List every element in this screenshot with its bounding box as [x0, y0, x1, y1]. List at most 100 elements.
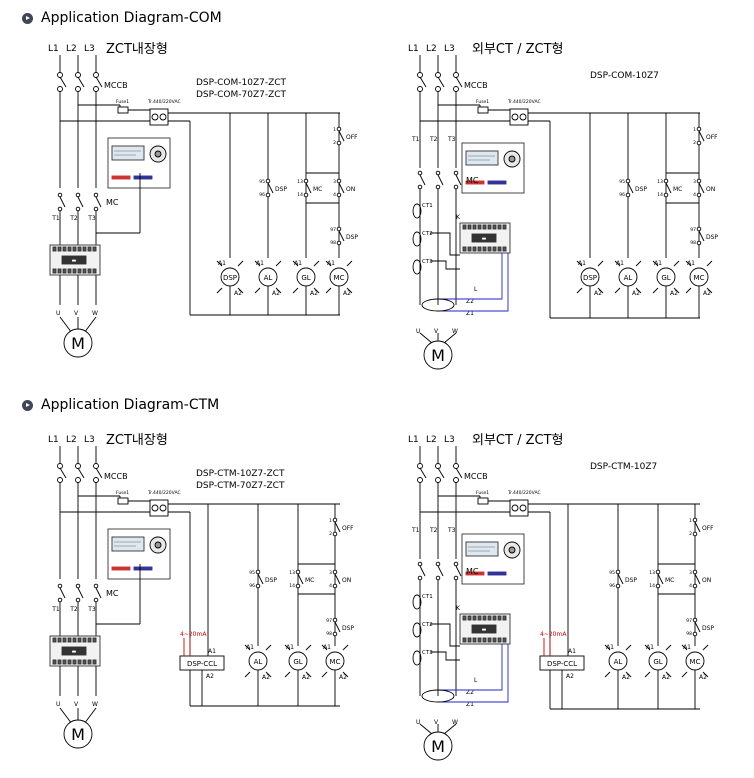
relay-unit-terminal-block [477, 615, 482, 621]
arrow-bullet-icon [22, 12, 33, 24]
mc-label: MC [106, 589, 119, 598]
on-switch-terminal [696, 178, 702, 184]
line-label-l3: L3 [444, 44, 455, 54]
a2-label: A2 [310, 290, 318, 297]
relay-unit-terminal-block [492, 615, 497, 621]
relay-unit-terminal-block [62, 268, 67, 274]
contact-number: 3 [693, 179, 696, 185]
on-switch-label: ON [342, 577, 351, 584]
relay-unit-terminal-block [487, 224, 492, 230]
ct-coil [412, 650, 422, 666]
contact-number: 13 [297, 179, 303, 185]
model-label: DSP-COM-70Z7-ZCT [196, 90, 287, 100]
mc-main-contact-terminal [417, 561, 423, 567]
terminal-label: T1 [51, 215, 60, 222]
contact-number: 97 [686, 618, 692, 624]
line-label-l2: L2 [66, 435, 77, 445]
lamp-al-ray [625, 644, 632, 651]
a2-label: A2 [670, 290, 678, 297]
mc-main-contact-terminal [93, 597, 99, 603]
a2-label: A2 [272, 290, 280, 297]
controller-housing [107, 137, 171, 189]
zct-core [421, 689, 455, 703]
mc-main-contact-blade [95, 196, 102, 208]
dsp-trip-contact-blade [698, 230, 705, 242]
lamp-mc-ray [346, 287, 353, 294]
relay-unit-terminal-block [72, 637, 77, 643]
on-switch-terminal [336, 192, 342, 198]
terminal-label: T3 [87, 606, 96, 613]
lamp-mc-lamp-label: MC [694, 274, 705, 282]
ct-label: CT3 [422, 259, 433, 265]
mccb-blade [419, 76, 427, 88]
mccb-terminal [93, 463, 99, 469]
lamp-gl-lamp-label: GL [293, 658, 302, 666]
controller-keypad-center [508, 155, 516, 163]
arrow-bullet-icon [22, 399, 33, 411]
mc-main-contact-blade [77, 196, 84, 208]
lamp-dsp-ray [576, 287, 583, 294]
dsp-trip-contact-terminal [696, 226, 702, 232]
transformer-coil [511, 113, 519, 121]
motor-lead [59, 707, 73, 725]
ct-coil [412, 259, 422, 275]
line-label-l1: L1 [408, 44, 419, 54]
terminal-label: T1 [411, 136, 420, 143]
mc-main-contact-terminal [453, 561, 459, 567]
lamp-al-ray [265, 644, 272, 651]
dsp-trip-contact-terminal [696, 240, 702, 246]
mccb-terminal [435, 72, 441, 78]
dsp-trip-contact-terminal [692, 631, 698, 637]
lamp-gl-ray [665, 644, 672, 651]
mccb-terminal [435, 86, 441, 92]
lamp-al-ray [244, 671, 251, 678]
dsp-contact-label: DSP [275, 186, 287, 193]
controller-logo [133, 566, 153, 571]
dsp-trip-contact-terminal [692, 617, 698, 623]
lamp-mc-ray [342, 644, 349, 651]
l-label: L [474, 286, 478, 293]
model-label: DSP-COM-10Z7-ZCT [196, 78, 287, 88]
lamp-al-lamp-label: AL [614, 658, 623, 666]
transformer-label: Tr.440/220VAC [147, 99, 181, 105]
controller-logo [487, 180, 507, 185]
motor-label: M [431, 737, 445, 756]
motor-terminal-label: W [92, 310, 98, 317]
mccb-terminal [57, 477, 63, 483]
ma-label: 4~20mA [180, 631, 207, 638]
motor-label: M [431, 346, 445, 365]
mc-main-contact-terminal [57, 583, 63, 589]
off-switch-terminal [332, 517, 338, 523]
contact-number: 95 [619, 179, 625, 185]
mc-main-contact-terminal [435, 170, 441, 176]
motor-terminal-label: U [56, 701, 60, 708]
a1-label: A1 [683, 644, 691, 651]
motor-terminal-label: W [92, 701, 98, 708]
relay-unit-terminal-block [62, 637, 67, 643]
lamp-mc-ray [325, 287, 332, 294]
on-switch-label: ON [346, 186, 355, 193]
contact-number: 95 [609, 570, 615, 576]
relay-unit-terminal-block [462, 246, 467, 252]
a1-label: A1 [218, 260, 226, 267]
contact-number: 4 [333, 192, 336, 198]
lamp-gl-ray [313, 260, 320, 267]
motor-terminal-label: U [416, 719, 420, 726]
relay-unit-terminal-block [62, 246, 67, 252]
dsp-trip-contact-label: DSP [346, 234, 358, 241]
controller-keypad-center [154, 150, 162, 158]
mccb-blade [419, 467, 427, 479]
lamp-mc-ray [342, 671, 349, 678]
relay-unit-terminal-block [487, 637, 492, 643]
relay-unit-terminal-block [502, 637, 507, 643]
controller-housing [461, 142, 525, 194]
contact-number: 14 [657, 192, 663, 198]
dsp-contact-terminal [265, 192, 271, 198]
dsp-contact-label: DSP [635, 186, 647, 193]
relay-unit-terminal-block [77, 637, 82, 643]
mc-aux-contact-terminal [295, 569, 301, 575]
terminal-label: T2 [429, 136, 438, 143]
motor-lead [419, 332, 433, 344]
model-label: DSP-COM-10Z7 [590, 71, 659, 81]
mc-main-contact-blade [437, 174, 444, 186]
